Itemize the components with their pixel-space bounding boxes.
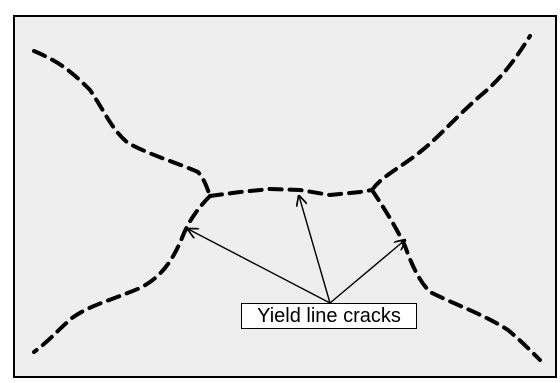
arrow-to-center-crack [299,196,331,304]
callout-label: Yield line cracks [241,303,417,329]
crack-upper-left [32,49,212,198]
arrow-to-right-crack [329,240,405,304]
crack-lower-left [32,194,212,354]
crack-upper-right [370,34,532,192]
arrow-to-left-crack [188,229,331,304]
crack-lower-right [370,188,542,362]
crack-center [208,187,374,198]
